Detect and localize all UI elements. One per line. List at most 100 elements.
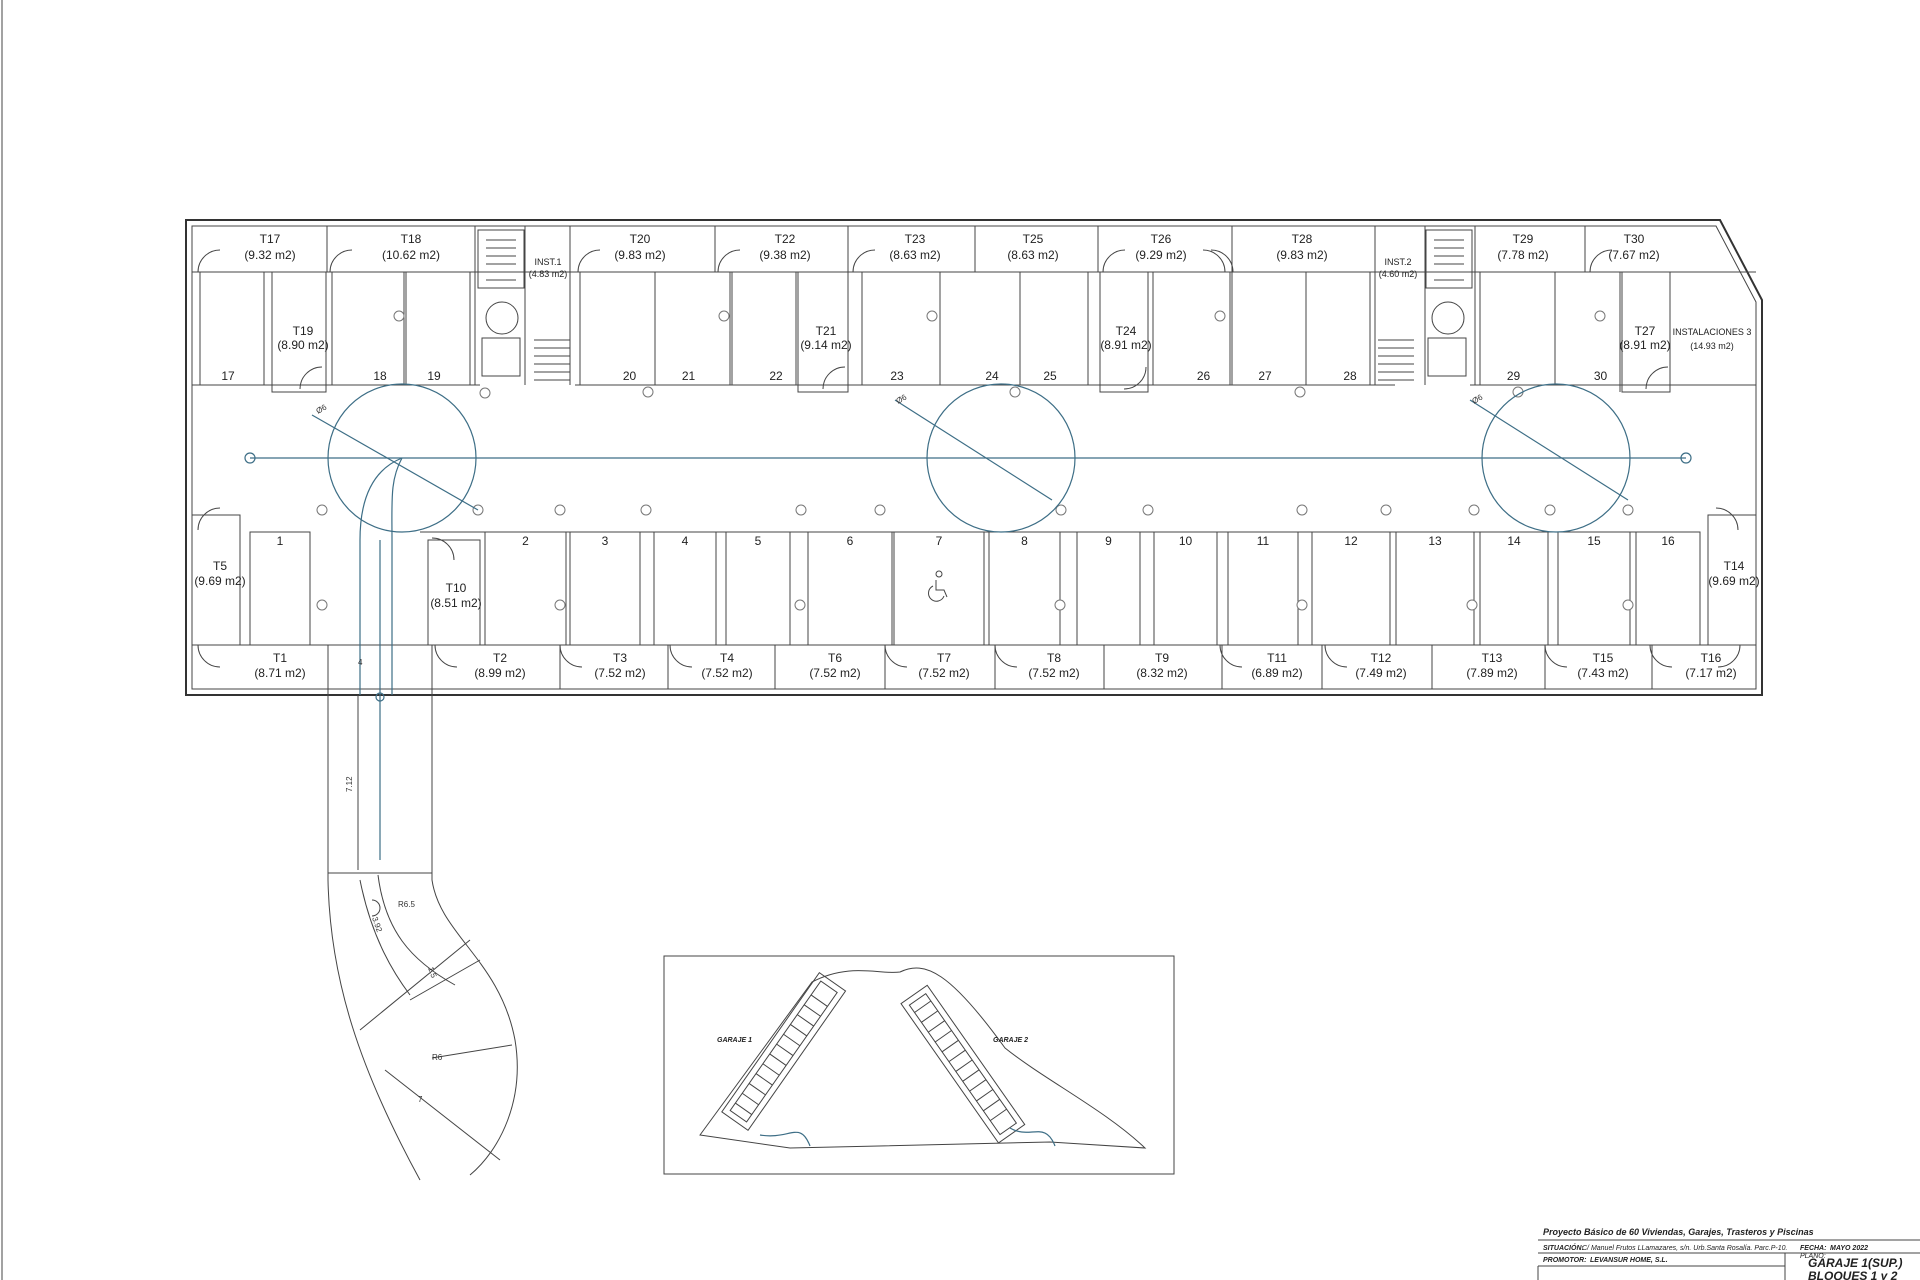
bottom-storage-area-10: (7.89 m2) (1466, 666, 1517, 680)
space-number-top: 22 (769, 369, 783, 383)
storage-area-7: (9.29 m2) (1135, 248, 1186, 262)
side-storage-id-2: T14 (1724, 559, 1745, 573)
space-number-bottom: 10 (1179, 534, 1193, 548)
side-storage-area-2: (9.69 m2) (1708, 574, 1759, 588)
building-outer-wall (185, 219, 1763, 696)
bottom-storage-id-6: T8 (1047, 651, 1061, 665)
storage-id-3: T20 (630, 232, 651, 246)
parking-bay-bottom (725, 531, 791, 645)
pillar (393, 310, 405, 322)
parking-bay-bottom (807, 531, 893, 645)
ramp-dim-end: 7 (418, 1095, 423, 1104)
circulation-lines: Ø6 Ø6 Ø6 (244, 383, 1692, 860)
space-number-bottom: 15 (1587, 534, 1601, 548)
parking-bay-bottom (1557, 531, 1631, 645)
space-number-bottom: 8 (1021, 534, 1028, 548)
situation-label: SITUACIÓN: (1543, 1243, 1584, 1252)
storage-id-8: T28 (1292, 232, 1313, 246)
parking-bays-top (199, 271, 1623, 385)
ramp-dim-length: 7.12 (345, 776, 354, 792)
space-number-bottom: 12 (1344, 534, 1358, 548)
bottom-storage-id-3: T4 (720, 651, 734, 665)
mid-storage-id-4: INSTALACIONES 3 (1673, 327, 1752, 337)
parking-bay-bottom (988, 531, 1061, 645)
space-number-top: 28 (1343, 369, 1357, 383)
stair-core-2 (1378, 229, 1473, 381)
storage-id-5: T23 (905, 232, 926, 246)
space-number-top: 27 (1258, 369, 1272, 383)
promoter-label: PROMOTOR: (1543, 1257, 1586, 1264)
bottom-storage-id-1: T2 (493, 651, 507, 665)
parking-bay-top (1152, 271, 1231, 385)
space-number-top: 19 (427, 369, 441, 383)
keyplan-garage-1-label: GARAJE 1 (717, 1037, 752, 1044)
storage-area-11: (7.67 m2) (1608, 248, 1659, 262)
space-number-bottom: 4 (682, 534, 689, 548)
keyplan-garage-2-label: GARAJE 2 (993, 1037, 1028, 1044)
storage-area-0: (9.32 m2) (244, 248, 295, 262)
parking-bay-bottom (1395, 531, 1475, 645)
parking-bay-top (731, 271, 797, 385)
bottom-storage-area-7: (8.32 m2) (1136, 666, 1187, 680)
turning-circle-2 (926, 383, 1076, 533)
parking-bay-top (939, 271, 1021, 385)
parking-bay-top (654, 271, 731, 385)
pillar (316, 504, 328, 516)
space-number-bottom: 1 (277, 534, 284, 548)
space-number-top: 24 (985, 369, 999, 383)
parking-bay-bottom (1479, 531, 1549, 645)
space-number-top: 18 (373, 369, 387, 383)
bottom-storage-id-8: T11 (1267, 651, 1287, 665)
top-storage-partitions (326, 226, 1671, 392)
mid-storage-id-3: T27 (1635, 324, 1656, 338)
storage-area-2: (4.83 m2) (529, 269, 568, 279)
ramp-dim-step: 1.5 (426, 966, 438, 980)
turning-diameter-label-2: Ø6 (895, 392, 909, 405)
parking-bay-bottom (893, 531, 985, 645)
space-number-top: 29 (1507, 369, 1521, 383)
space-number-bottom: 2 (522, 534, 529, 548)
pillar (554, 504, 566, 516)
accessible-parking-icon (928, 570, 948, 602)
bottom-storage-area-8: (6.89 m2) (1251, 666, 1302, 680)
storage-area-10: (7.78 m2) (1497, 248, 1548, 262)
storage-area-9: (4.60 m2) (1379, 269, 1418, 279)
bottom-storage-id-12: T16 (1701, 651, 1722, 665)
pillar (479, 387, 491, 399)
parking-bay-top (1305, 271, 1371, 385)
mid-storage-area-4: (14.93 m2) (1690, 341, 1734, 351)
pillar (1054, 599, 1066, 611)
pillar (1544, 504, 1556, 516)
parking-bay-top (199, 271, 265, 385)
storage-id-1: T18 (401, 232, 422, 246)
pillars (316, 310, 1634, 611)
storage-area-6: (8.63 m2) (1007, 248, 1058, 262)
bottom-storage-area-6: (7.52 m2) (1028, 666, 1079, 680)
space-number-top: 21 (682, 369, 696, 383)
bottom-storage-id-5: T7 (937, 651, 951, 665)
bottom-storage-area-4: (7.52 m2) (809, 666, 860, 680)
bottom-storage-area-12: (7.17 m2) (1685, 666, 1736, 680)
bottom-storage-id-2: T3 (613, 651, 627, 665)
pillar (642, 386, 654, 398)
side-storage-id-1: T10 (446, 581, 467, 595)
door-swings (197, 249, 1741, 668)
pillar (1380, 504, 1392, 516)
ramp-dim-radius-2: R6 (432, 1053, 443, 1062)
title-block: Proyecto Básico de 60 Viviendas, Garajes… (1537, 1227, 1920, 1280)
storage-area-5: (8.63 m2) (889, 248, 940, 262)
pillar (554, 599, 566, 611)
pillar (1055, 504, 1067, 516)
mid-storage-id-0: T19 (293, 324, 314, 338)
side-storage-area-0: (9.69 m2) (194, 574, 245, 588)
bottom-storage-id-11: T15 (1593, 651, 1614, 665)
space-number-bottom: 3 (602, 534, 609, 548)
space-number-bottom: 16 (1661, 534, 1675, 548)
space-number-bottom: 6 (847, 534, 854, 548)
storage-id-4: T22 (775, 232, 796, 246)
space-number-bottom: 13 (1428, 534, 1442, 548)
storage-area-8: (9.83 m2) (1276, 248, 1327, 262)
pillar (316, 599, 328, 611)
bottom-storage-area-0: (8.71 m2) (254, 666, 305, 680)
space-number-top: 25 (1043, 369, 1057, 383)
